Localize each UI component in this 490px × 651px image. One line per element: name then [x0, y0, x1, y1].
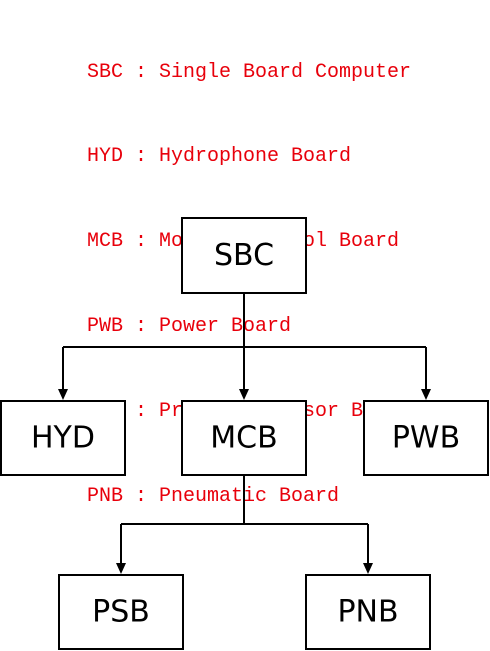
node-box-mcb	[181, 400, 307, 476]
node-hyd: HYD	[0, 400, 126, 476]
node-label-pnb: PNB	[337, 595, 398, 630]
node-box-psb	[58, 574, 184, 650]
node-sbc: SBC	[181, 217, 307, 294]
arrowhead-pwb	[421, 389, 431, 400]
node-mcb: MCB	[181, 400, 307, 476]
edges-layer	[58, 293, 431, 574]
node-pnb: PNB	[305, 574, 431, 650]
legend-item-pwb: PWB : Power Board	[87, 315, 292, 339]
arrowhead-hyd	[58, 389, 68, 400]
arrowhead-pnb	[363, 563, 373, 574]
node-box-pwb	[363, 400, 489, 476]
node-label-hyd: HYD	[31, 421, 95, 456]
node-label-pwb: PWB	[392, 421, 460, 456]
arrowhead-psb	[116, 563, 126, 574]
node-label-psb: PSB	[92, 595, 150, 630]
node-label-mcb: MCB	[210, 421, 277, 456]
legend-item-hyd: HYD : Hydrophone Board	[87, 145, 352, 169]
node-label-sbc: SBC	[214, 238, 274, 273]
arrowhead-mcb	[239, 389, 249, 400]
node-pwb: PWB	[363, 400, 489, 476]
node-box-hyd	[0, 400, 126, 476]
legend-item-pnb: PNB : Pneumatic Board	[87, 485, 340, 509]
node-psb: PSB	[58, 574, 184, 650]
node-box-sbc	[181, 217, 307, 294]
legend-item-sbc: SBC : Single Board Computer	[87, 60, 412, 84]
nodes-layer: SBC HYD MCB PWB PSB PNB	[0, 217, 489, 650]
node-box-pnb	[305, 574, 431, 650]
